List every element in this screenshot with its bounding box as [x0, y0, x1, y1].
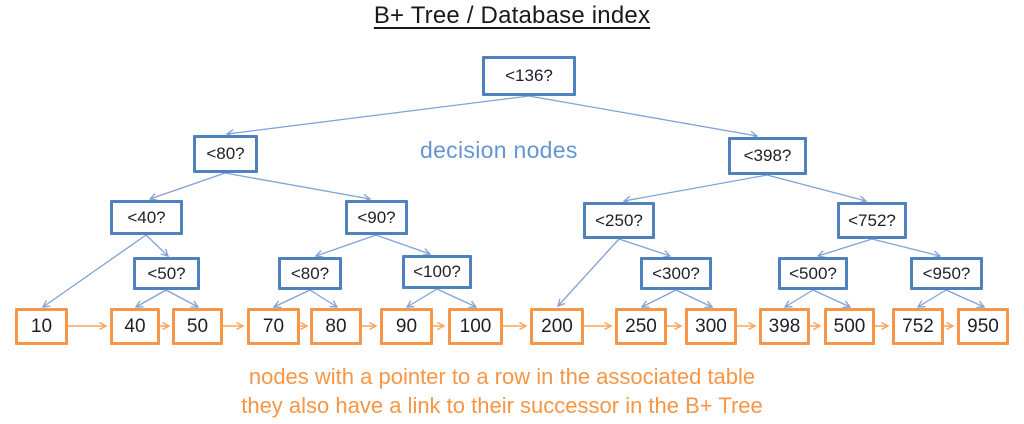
leaf-node-50: 50: [172, 308, 223, 345]
decision-node-950: <950?: [910, 257, 983, 290]
decision-node-80b: <80?: [278, 257, 342, 290]
leaf-node-100: 100: [448, 308, 503, 345]
decision-edges: [41, 95, 986, 309]
leaf-node-40: 40: [110, 308, 160, 345]
decision-node-250: <250?: [583, 202, 655, 239]
decision-node-300: <300?: [640, 257, 712, 290]
leaf-node-500: 500: [824, 308, 875, 345]
decision-node-398: <398?: [728, 137, 807, 175]
leaf-node-10: 10: [15, 308, 68, 345]
decision-nodes-annotation: decision nodes: [420, 137, 578, 163]
leaf-nodes-caption: nodes with a pointer to a row in the ass…: [0, 362, 1004, 420]
leaf-node-950: 950: [957, 308, 1009, 345]
leaf-node-70: 70: [247, 308, 300, 345]
leaf-node-300: 300: [685, 308, 737, 345]
decision-node-100: <100?: [402, 255, 472, 289]
decision-node-752: <752?: [837, 202, 907, 239]
decision-node-500: <500?: [778, 257, 848, 290]
caption-line-1: nodes with a pointer to a row in the ass…: [248, 364, 756, 389]
decision-node-90: <90?: [345, 200, 408, 235]
leaf-node-90: 90: [380, 308, 433, 345]
leaf-node-752: 752: [892, 308, 944, 345]
decision-node-40: <40?: [110, 200, 183, 235]
leaf-node-80: 80: [310, 308, 362, 345]
leaf-node-250: 250: [615, 308, 667, 345]
leaf-node-398: 398: [759, 308, 810, 345]
decision-node-136: <136?: [482, 56, 576, 96]
caption-line-2: they also have a link to their successor…: [241, 393, 763, 418]
page-title: B+ Tree / Database index: [373, 2, 651, 29]
leaf-node-200: 200: [530, 308, 584, 345]
decision-node-50: <50?: [133, 257, 200, 290]
decision-node-80: <80?: [193, 135, 258, 173]
